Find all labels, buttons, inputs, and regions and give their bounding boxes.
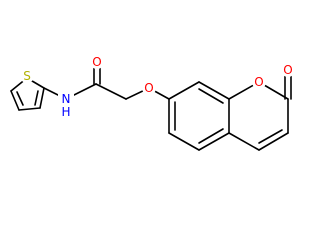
bond-c8-c7 xyxy=(168,81,200,100)
atom-amide-nitrogen: N H xyxy=(58,92,74,119)
bond-c9-c4a xyxy=(198,132,230,151)
bond-c9-c4a-inner xyxy=(198,128,224,144)
bond-c4-c4a xyxy=(228,132,260,151)
bond-c2-c3 xyxy=(39,87,45,109)
bond-c4-c5-inner xyxy=(16,91,24,106)
lactone-oxygen-label: O xyxy=(283,63,292,77)
bond-c3-c4 xyxy=(258,132,289,151)
atom-ring-oxygen: O xyxy=(252,75,266,89)
molecule-structure: S N H O O O O xyxy=(10,55,295,151)
bond-c4-c5 xyxy=(10,90,20,111)
thiophene-ring xyxy=(10,77,45,111)
sulfur-label: S xyxy=(23,69,31,83)
nitrogen-hydrogen-label: H xyxy=(61,105,70,119)
benzene-ring xyxy=(168,81,230,151)
bond-c2-c3-inner xyxy=(34,90,39,106)
bond-c8a-c8-inner xyxy=(198,88,224,104)
atom-ether-oxygen: O xyxy=(142,81,156,95)
atom-lactone-carbonyl-oxygen: O xyxy=(281,63,295,77)
ether-oxygen-label: O xyxy=(144,81,153,95)
bond-c8a-c8 xyxy=(198,81,230,100)
molecule-canvas: S N H O O O O xyxy=(10,55,295,151)
bond-amide-c-ch2 xyxy=(95,83,127,100)
bond-c8-c9 xyxy=(168,132,200,151)
bond-c3-c4-inner xyxy=(258,129,283,144)
atom-carbonyl-oxygen: O xyxy=(90,55,104,69)
nitrogen-label: N xyxy=(62,92,71,106)
carbonyl-oxygen-label: O xyxy=(92,55,101,69)
atom-sulfur: S xyxy=(20,69,34,83)
bond-c3-c4 xyxy=(18,107,41,111)
ring-oxygen-label: O xyxy=(254,75,263,89)
pyranone-ring xyxy=(228,73,292,151)
